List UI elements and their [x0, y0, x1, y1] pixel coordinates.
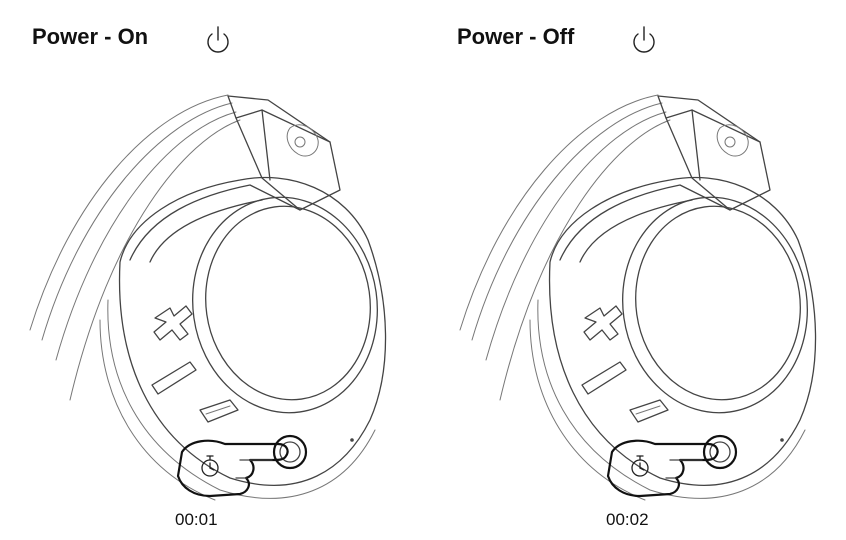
power-icon [633, 26, 655, 53]
hand-press-icon [606, 439, 719, 498]
timer-label: 00:01 [175, 510, 218, 529]
panel-title: Power - On [32, 24, 149, 49]
headphone-earcup [29, 94, 387, 501]
hand-press-icon [176, 439, 289, 498]
stopwatch-icon [201, 455, 219, 477]
timer-label: 00:02 [606, 510, 649, 529]
headphone-earcup [459, 94, 817, 501]
panel-title: Power - Off [457, 24, 575, 49]
stopwatch-icon [631, 455, 649, 477]
power-icon [207, 26, 229, 53]
